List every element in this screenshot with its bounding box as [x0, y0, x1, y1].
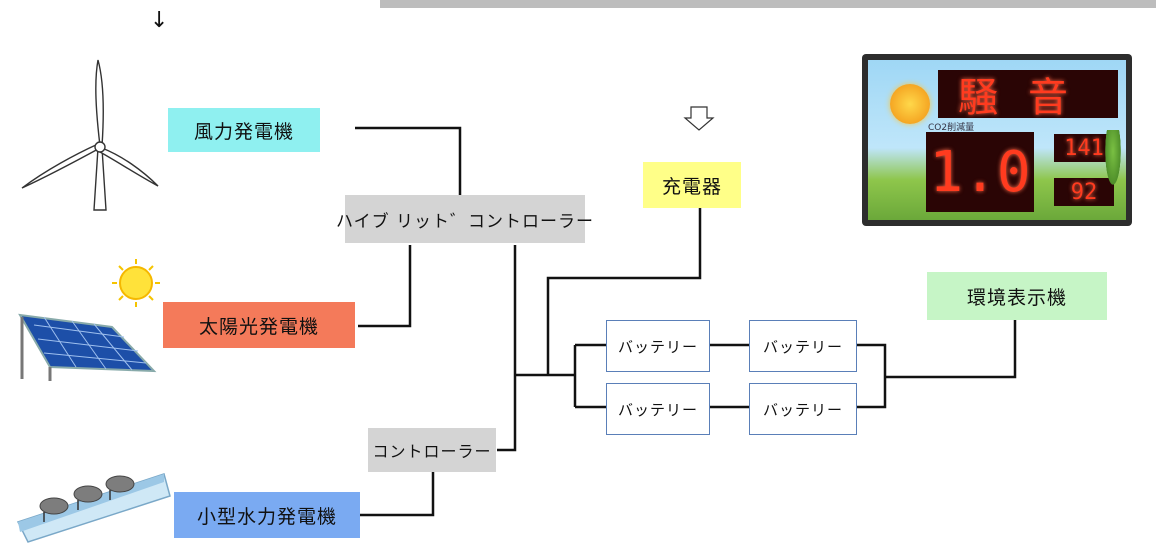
battery-3: バッテリー — [606, 383, 710, 435]
wire-split-right — [856, 343, 887, 409]
solar-panel-icon — [18, 259, 160, 381]
down-arrow-icon: ↓ — [150, 8, 169, 33]
display-main-value: 1.0 — [926, 132, 1034, 212]
co2-label: CO2削減量 — [928, 123, 975, 133]
wire-solar — [358, 245, 412, 328]
hybrid-controller-label: ハイブ リット゛コントローラー — [336, 195, 593, 243]
tree-icon — [1104, 130, 1122, 190]
battery-4: バッテリー — [749, 383, 857, 435]
wind-generator-label: 風力発電機 — [168, 108, 320, 152]
sun-icon — [890, 84, 930, 124]
wire-wind — [355, 126, 462, 195]
charger-label: 充電器 — [643, 162, 741, 208]
environment-display-label: 環境表示機 — [927, 272, 1107, 320]
wire-charger — [546, 208, 702, 375]
hydro-turbine-icon — [16, 473, 171, 543]
battery-2: バッテリー — [749, 320, 857, 372]
wind-turbine-icon — [21, 59, 159, 211]
wire-controller — [497, 375, 517, 452]
solar-generator-label: 太陽光発電機 — [163, 302, 355, 348]
input-arrow-icon — [683, 106, 715, 131]
display-screen: 騒音 CO2削減量 1.0 141 92 — [868, 60, 1126, 220]
battery-1: バッテリー — [606, 320, 710, 372]
wire-hydro — [360, 472, 435, 517]
controller-label: コントローラー — [368, 428, 496, 472]
display-title: 騒音 — [938, 70, 1118, 121]
top-bar — [380, 0, 1156, 8]
environment-display-panel: 騒音 CO2削減量 1.0 141 92 — [862, 54, 1132, 226]
wire-display — [885, 320, 1017, 379]
hydro-generator-label: 小型水力発電機 — [174, 492, 360, 538]
